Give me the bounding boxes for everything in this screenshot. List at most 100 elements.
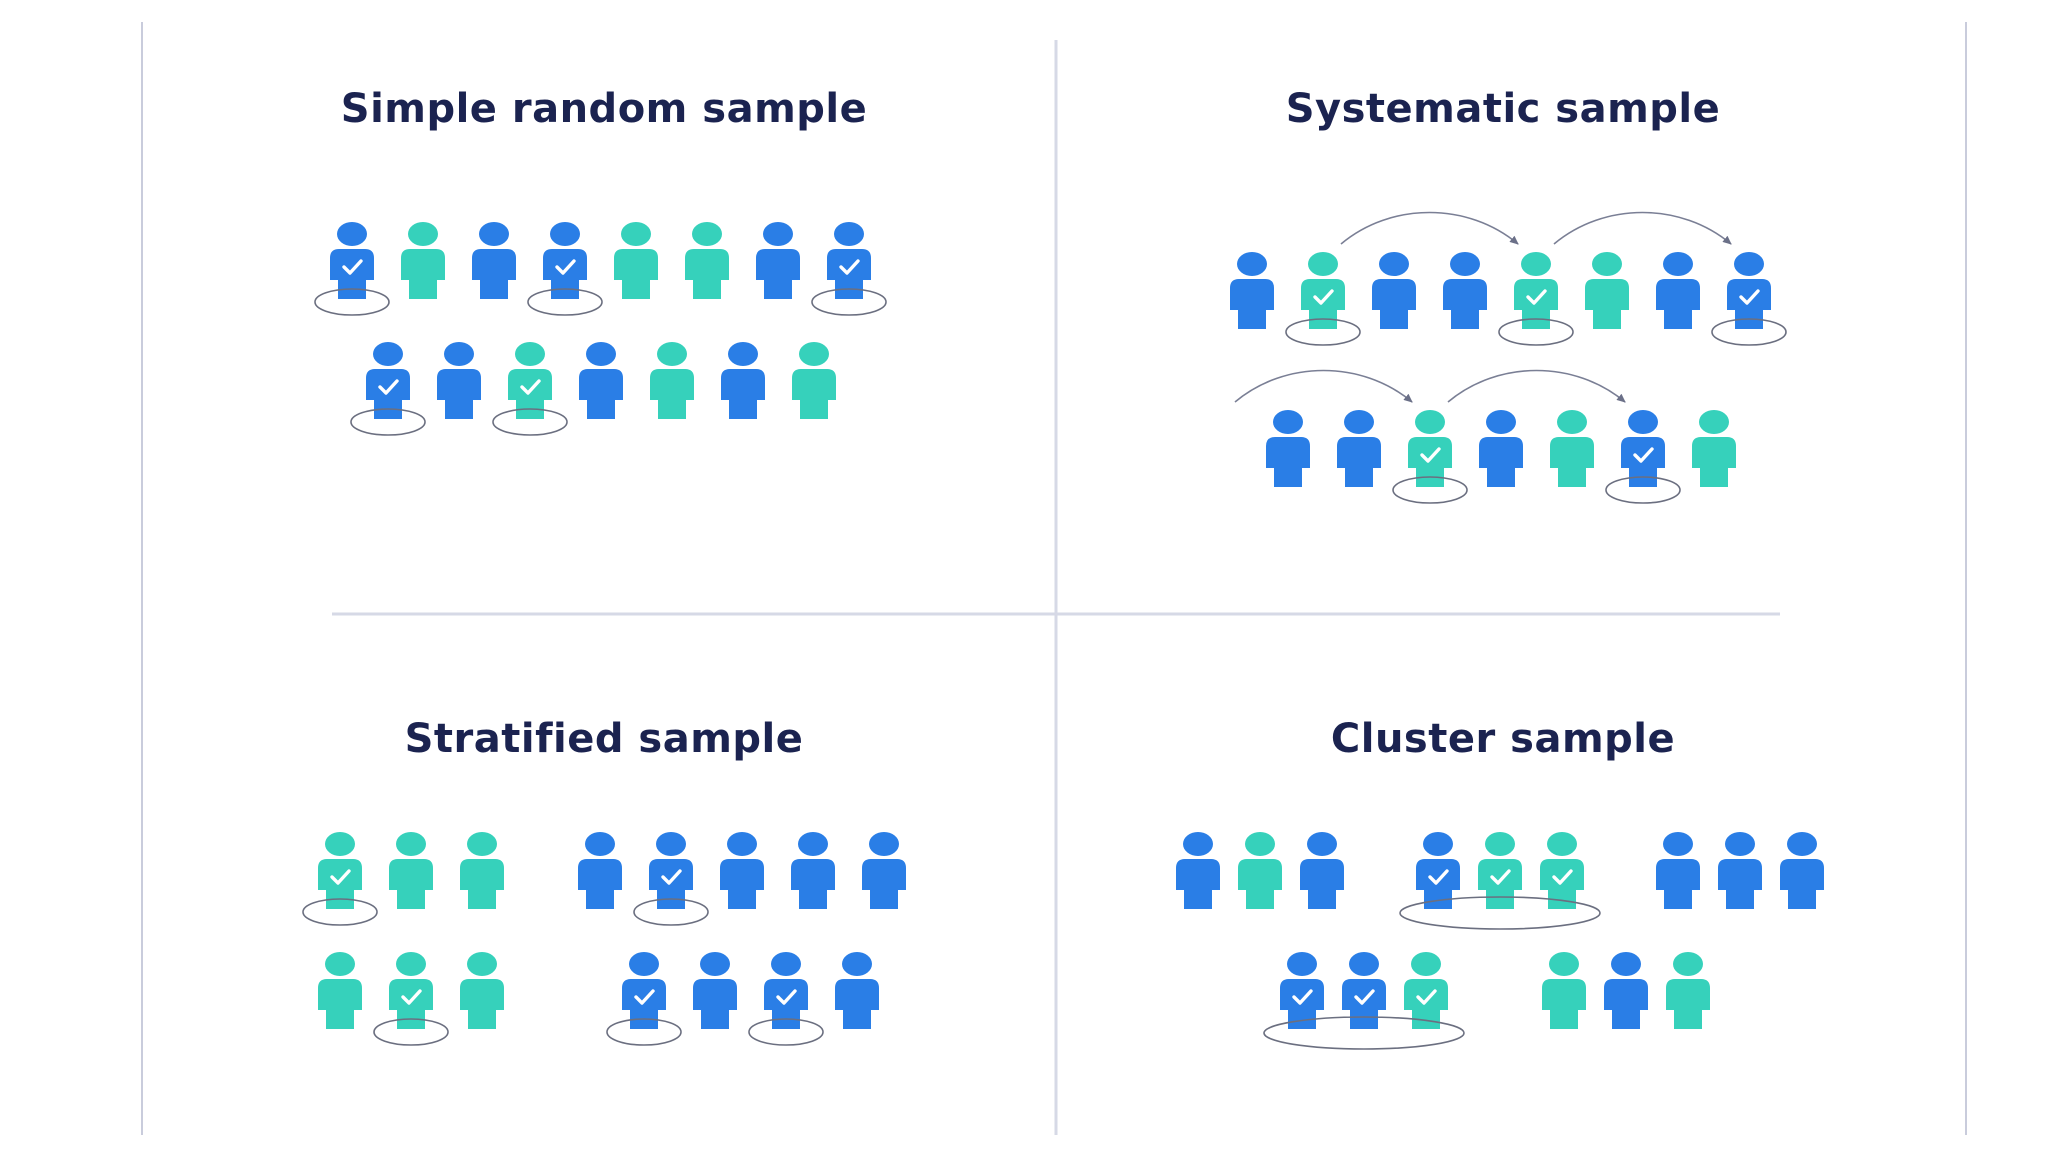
selection-ring xyxy=(1605,476,1681,504)
person-icon xyxy=(721,342,765,419)
checkmark-icon xyxy=(776,989,797,1005)
person-icon xyxy=(1416,832,1460,909)
checkmark-icon xyxy=(1552,869,1573,885)
selection-ring xyxy=(1711,318,1787,346)
title-simple-random-sample: Simple random sample xyxy=(341,86,867,132)
selected-person-icon xyxy=(1711,252,1787,346)
checkmark-icon xyxy=(1313,289,1334,305)
person-icon xyxy=(1337,410,1381,487)
person-icon xyxy=(389,832,433,909)
selection-ring xyxy=(373,1018,449,1046)
selection-ring xyxy=(606,1018,682,1046)
person-icon xyxy=(614,222,658,299)
selected-person-icon xyxy=(373,952,449,1046)
checkmark-icon xyxy=(1354,989,1375,1005)
person-icon xyxy=(460,832,504,909)
selected-person-icon xyxy=(314,222,390,316)
person-icon xyxy=(472,222,516,299)
person-icon xyxy=(650,342,694,419)
person-icon xyxy=(835,952,879,1029)
title-cluster-sample: Cluster sample xyxy=(1331,716,1675,762)
selected-cluster xyxy=(1399,832,1601,930)
checkmark-icon xyxy=(401,989,422,1005)
checkmark-icon xyxy=(1292,989,1313,1005)
stratum-group xyxy=(578,832,906,1046)
person-icon xyxy=(1404,952,1448,1029)
selected-person-icon xyxy=(811,222,887,316)
selection-ring xyxy=(1392,476,1468,504)
selected-cluster xyxy=(1263,952,1465,1050)
selection-ring xyxy=(302,898,378,926)
selected-person-icon xyxy=(1605,410,1681,504)
person-icon xyxy=(792,342,836,419)
skip-arrow xyxy=(1447,369,1626,403)
selected-person-icon xyxy=(748,952,824,1046)
person-icon xyxy=(1238,832,1282,909)
cluster-group xyxy=(1176,832,1344,909)
checkmark-icon xyxy=(1428,869,1449,885)
checkmark-icon xyxy=(342,259,363,275)
checkmark-icon xyxy=(634,989,655,1005)
cluster-group xyxy=(1542,952,1710,1029)
person-icon xyxy=(720,832,764,909)
person-icon xyxy=(1718,832,1762,909)
selection-ring xyxy=(527,288,603,316)
person-icon xyxy=(1479,410,1523,487)
checkmark-icon xyxy=(1526,289,1547,305)
person-icon xyxy=(1585,252,1629,329)
cluster-population xyxy=(1176,832,1824,1050)
selected-person-icon xyxy=(492,342,568,436)
selected-person-icon xyxy=(1392,410,1468,504)
simple-random-population xyxy=(314,222,887,436)
person-icon xyxy=(1542,952,1586,1029)
person-icon xyxy=(460,952,504,1029)
person-icon xyxy=(578,832,622,909)
systematic-population xyxy=(1230,211,1787,504)
selection-ring xyxy=(633,898,709,926)
person-icon xyxy=(756,222,800,299)
checkmark-icon xyxy=(1490,869,1511,885)
person-icon xyxy=(862,832,906,909)
person-icon xyxy=(1176,832,1220,909)
person-icon xyxy=(401,222,445,299)
checkmark-icon xyxy=(1416,989,1437,1005)
checkmark-icon xyxy=(1739,289,1760,305)
checkmark-icon xyxy=(378,379,399,395)
person-icon xyxy=(1300,832,1344,909)
person-icon xyxy=(1656,252,1700,329)
person-icon xyxy=(1656,832,1700,909)
selection-ring xyxy=(811,288,887,316)
selection-ring xyxy=(350,408,426,436)
selection-ring xyxy=(1498,318,1574,346)
selected-person-icon xyxy=(350,342,426,436)
person-icon xyxy=(1780,832,1824,909)
title-systematic-sample: Systematic sample xyxy=(1286,86,1721,132)
stratum-group xyxy=(302,832,504,1046)
checkmark-icon xyxy=(1633,447,1654,463)
person-icon xyxy=(693,952,737,1029)
person-icon xyxy=(1666,952,1710,1029)
checkmark-icon xyxy=(520,379,541,395)
person-icon xyxy=(685,222,729,299)
selection-ring xyxy=(314,288,390,316)
checkmark-icon xyxy=(330,869,351,885)
selection-ring xyxy=(748,1018,824,1046)
person-icon xyxy=(1550,410,1594,487)
person-icon xyxy=(1604,952,1648,1029)
selection-ring xyxy=(1285,318,1361,346)
selection-ring xyxy=(492,408,568,436)
person-icon xyxy=(1443,252,1487,329)
checkmark-icon xyxy=(661,869,682,885)
person-icon xyxy=(1266,410,1310,487)
cluster-selection-ring xyxy=(1399,896,1601,930)
selected-person-icon xyxy=(1285,252,1361,346)
selected-person-icon xyxy=(633,832,709,926)
person-icon xyxy=(579,342,623,419)
skip-arrow xyxy=(1553,211,1732,245)
selected-person-icon xyxy=(606,952,682,1046)
person-icon xyxy=(437,342,481,419)
checkmark-icon xyxy=(839,259,860,275)
cluster-group xyxy=(1656,832,1824,909)
person-icon xyxy=(1540,832,1584,909)
